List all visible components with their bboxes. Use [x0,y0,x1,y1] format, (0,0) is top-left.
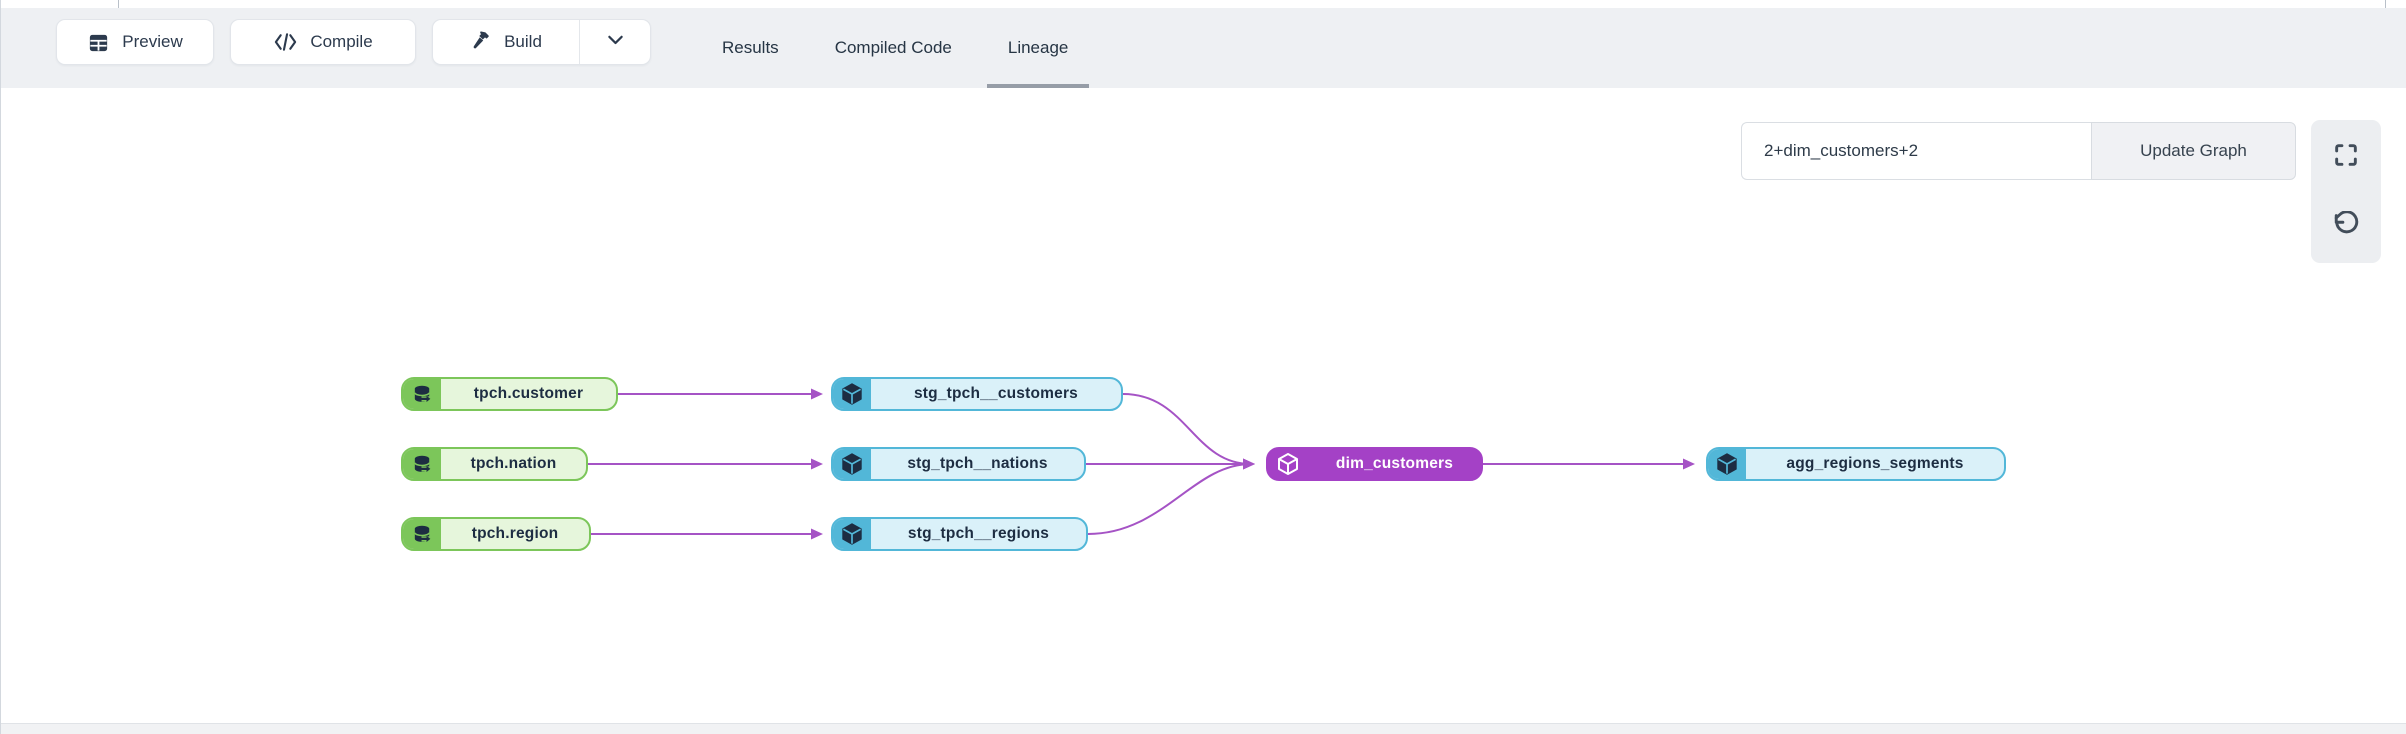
lineage-node-stg-tpch-customers[interactable]: stg_tpch__customers [831,377,1123,411]
cube-icon [1268,449,1308,479]
table-grid-icon [87,31,110,54]
lineage-node-tpch-nation[interactable]: tpch.nation [401,447,588,481]
database-source-icon [403,449,441,479]
action-buttons: Preview Compile Build [56,19,651,65]
hammer-icon [470,29,492,56]
node-selector-input[interactable] [1741,122,2091,180]
chevron-down-icon [605,29,626,55]
tab-lineage-label: Lineage [1007,38,1069,57]
node-label: stg_tpch__customers [913,385,1079,402]
preview-button[interactable]: Preview [56,19,214,65]
lineage-node-agg-regions-segments[interactable]: agg_regions_segments [1706,447,2006,481]
cube-icon [1708,449,1746,479]
tab-results[interactable]: Results [701,8,800,88]
preview-button-label: Preview [122,32,183,51]
node-label: stg_tpch__regions [907,525,1050,542]
compile-button[interactable]: Compile [230,19,416,65]
pane-divider-tick [118,0,119,8]
lineage-edges [588,388,1695,540]
action-toolbar: Preview Compile Build [1,8,2406,88]
tab-compiled-code-label: Compiled Code [834,38,952,57]
lineage-node-stg-tpch-regions[interactable]: stg_tpch__regions [831,517,1088,551]
build-split-button: Build [432,19,651,65]
lineage-node-stg-tpch-nations[interactable]: stg_tpch__nations [831,447,1086,481]
node-label: tpch.customer [473,385,584,402]
cube-icon [833,449,871,479]
tab-compiled-code[interactable]: Compiled Code [814,8,973,88]
fullscreen-button[interactable] [2330,140,2362,172]
tab-lineage[interactable]: Lineage [986,8,1090,88]
node-label: agg_regions_segments [1786,455,1964,472]
node-label: dim_customers [1335,455,1454,472]
cube-icon [833,519,871,549]
node-selector-group: Update Graph [1741,122,2296,180]
graph-tools [2311,120,2381,263]
lineage-node-dim-customers[interactable]: dim_customers [1266,447,1483,481]
build-button-label: Build [504,32,542,51]
reset-view-button[interactable] [2330,210,2362,243]
fullscreen-expand-icon [2332,141,2360,172]
pane-bottom-edge [1,723,2406,734]
lineage-node-tpch-region[interactable]: tpch.region [401,517,591,551]
node-label: tpch.region [471,525,559,542]
lineage-canvas[interactable]: Update Graph [1,88,2406,723]
cube-icon [833,379,871,409]
update-graph-button[interactable]: Update Graph [2091,122,2296,180]
database-source-icon [403,519,441,549]
node-label: stg_tpch__nations [907,455,1048,472]
build-button[interactable]: Build [433,20,579,64]
lineage-node-tpch-customer[interactable]: tpch.customer [401,377,618,411]
rotate-ccw-icon [2332,210,2361,243]
node-label: tpch.nation [470,455,557,472]
database-source-icon [403,379,441,409]
code-icon [273,31,298,53]
pane-divider-tick [2385,0,2386,8]
build-options-button[interactable] [579,20,650,64]
tab-results-label: Results [722,38,779,57]
compile-button-label: Compile [310,32,373,51]
result-tabs: Results Compiled Code Lineage [701,8,1103,88]
